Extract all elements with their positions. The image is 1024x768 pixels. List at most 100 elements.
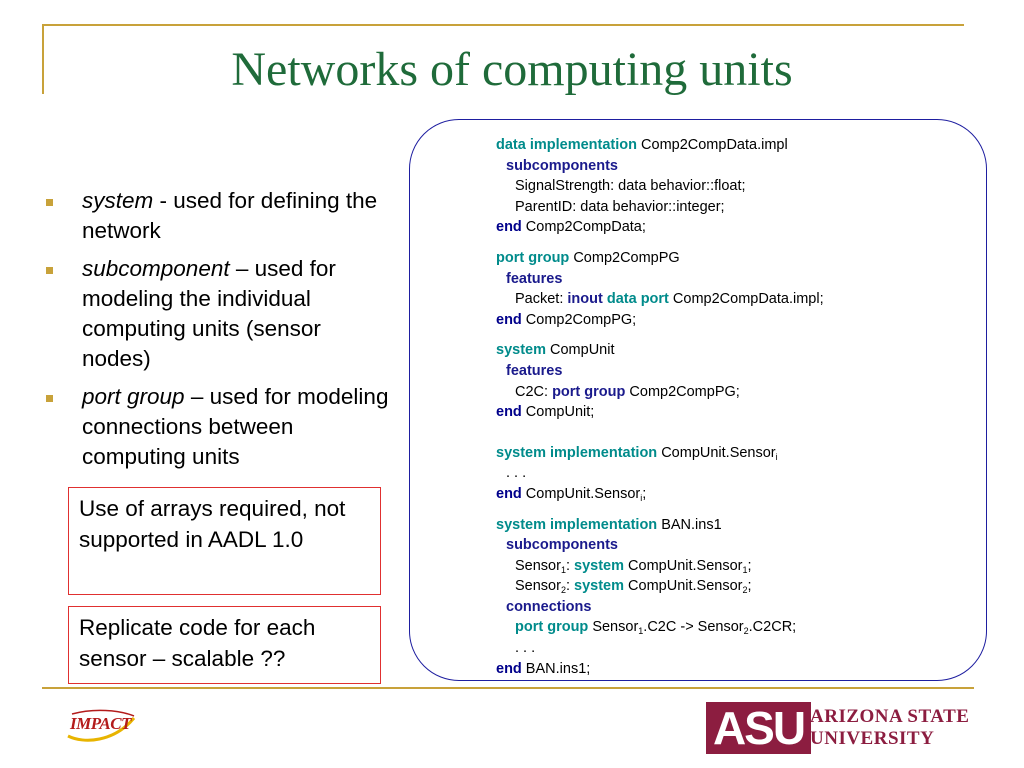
code-text: . . . [515,640,536,657]
bullet-text: – used for modeling connections between … [82,384,389,469]
code-keyword: port group [552,383,626,400]
code-text: CompUnit.Sensor [624,578,743,595]
code-keyword: data implementation [496,137,637,153]
code-text: . . . [506,465,527,482]
impact-swoosh-icon [67,709,136,742]
bullet-item: system - used for defining the network [44,186,389,246]
code-text: CompUnit.Sensor [624,557,743,574]
code-line: . . . [496,638,824,659]
code-line: system implementation CompUnit.Sensori [496,443,824,464]
code-line: connections [496,597,824,618]
bullet-term: subcomponent [82,256,230,281]
code-text: Sensor [515,557,561,574]
code-keyword: system implementation [496,516,658,533]
code-line: end Comp2CompPG; [496,310,824,331]
code-subscript: 1 [742,564,748,575]
code-keyword: system [574,557,625,574]
code-text: ParentID: data behavior::integer; [515,198,725,215]
top-rule [42,24,964,26]
code-text: Packet: [515,291,568,308]
code-keyword: inout [567,291,603,308]
code-line: subcomponents [496,156,824,177]
code-subscript: i [775,451,778,462]
bullet-list: system - used for defining the network s… [44,186,389,480]
code-text: CompUnit [545,342,615,359]
code-line: end CompUnit; [496,402,824,423]
bottom-rule [42,687,974,689]
code-text: Sensor [588,619,639,636]
code-text: Comp2CompData.impl [637,137,788,153]
code-subscript: 2 [742,585,748,596]
code-keyword: end [496,485,522,502]
code-keyword: port group [496,249,570,266]
code-line: Sensor2: system CompUnit.Sensor2; [496,576,824,597]
code-keyword: system [574,578,625,595]
code-panel [409,119,987,681]
code-subscript: 2 [560,585,566,596]
code-text: ; [642,485,647,502]
code-text: Comp2CompPG [569,249,680,266]
asu-logo-block [706,702,811,754]
code-subscript: i [640,492,643,503]
code-line: system implementation BAN.ins1 [496,515,824,536]
code-text: Comp2CompPG; [521,311,637,328]
code-keyword: subcomponents [506,157,618,174]
code-line: subcomponents [496,535,824,556]
impact-wordmark: IMPACT [70,714,131,733]
bullet-text: - used for defining the network [82,188,378,243]
code-listing: data implementation Comp2CompData.impl s… [496,135,824,679]
code-line: port group Sensor1.C2C -> Sensor2.C2CR; [496,617,824,638]
code-text: : [565,557,575,574]
code-line: port group Comp2CompPG [496,248,824,269]
asu-wordmark-line2: UNIVERSITY [810,728,935,749]
code-line: ParentID: data behavior::integer; [496,197,824,218]
code-text: Sensor [515,578,561,595]
code-text: Comp2CompData; [521,219,646,236]
code-keyword: end [496,660,522,677]
code-text: : [565,578,575,595]
code-keyword: features [506,270,563,287]
bullet-item: port group – used for modeling connectio… [44,382,389,472]
code-line: end Comp2CompData; [496,217,824,238]
bullet-text: – used for modeling the individual compu… [82,256,336,371]
code-text: C2C: [515,383,553,400]
code-line: C2C: port group Comp2CompPG; [496,382,824,403]
code-line: features [496,361,824,382]
left-rule [42,24,44,94]
code-keyword: data port [602,291,669,308]
code-text: CompUnit.Sensor [521,485,641,502]
code-text: BAN.ins1 [657,516,722,533]
code-line: features [496,269,824,290]
code-line: system CompUnit [496,340,824,361]
code-keyword: features [506,362,563,379]
code-text: CompUnit.Sensor [657,444,776,461]
code-keyword: system [496,342,546,359]
code-text: ; [747,578,752,595]
asu-logo-mark: ASU [712,702,806,754]
code-subscript: 1 [638,626,644,637]
code-line: . . . [496,463,824,484]
code-subscript: 2 [743,626,749,637]
note-replicate: Replicate code for each sensor – scalabl… [68,606,381,684]
code-keyword: end [496,311,522,328]
code-text: ; [747,557,752,574]
bullet-item: subcomponent – used for modeling the ind… [44,254,389,374]
code-text: Comp2CompData.impl; [668,291,824,308]
code-subscript: 1 [560,564,566,575]
slide-title: Networks of computing units [231,43,793,96]
asu-wordmark: ARIZONA STATE UNIVERSITY [810,706,969,750]
code-line: end CompUnit.Sensori; [496,484,824,505]
code-text: CompUnit; [521,404,595,421]
code-keyword: port group [515,619,589,636]
impact-logo: IMPACT [64,706,138,750]
code-line: end BAN.ins1; [496,659,824,680]
note-arrays: Use of arrays required, not supported in… [68,487,381,595]
code-text: .C2C -> Sensor [643,619,744,636]
bullet-term: system [82,188,154,213]
code-keyword: end [496,219,522,236]
code-text: SignalStrength: data behavior::float; [515,178,746,195]
code-line: Packet: inout data port Comp2CompData.im… [496,289,824,310]
code-line: Sensor1: system CompUnit.Sensor1; [496,556,824,577]
asu-wordmark-line1: ARIZONA STATE [810,706,970,727]
code-line: SignalStrength: data behavior::float; [496,176,824,197]
